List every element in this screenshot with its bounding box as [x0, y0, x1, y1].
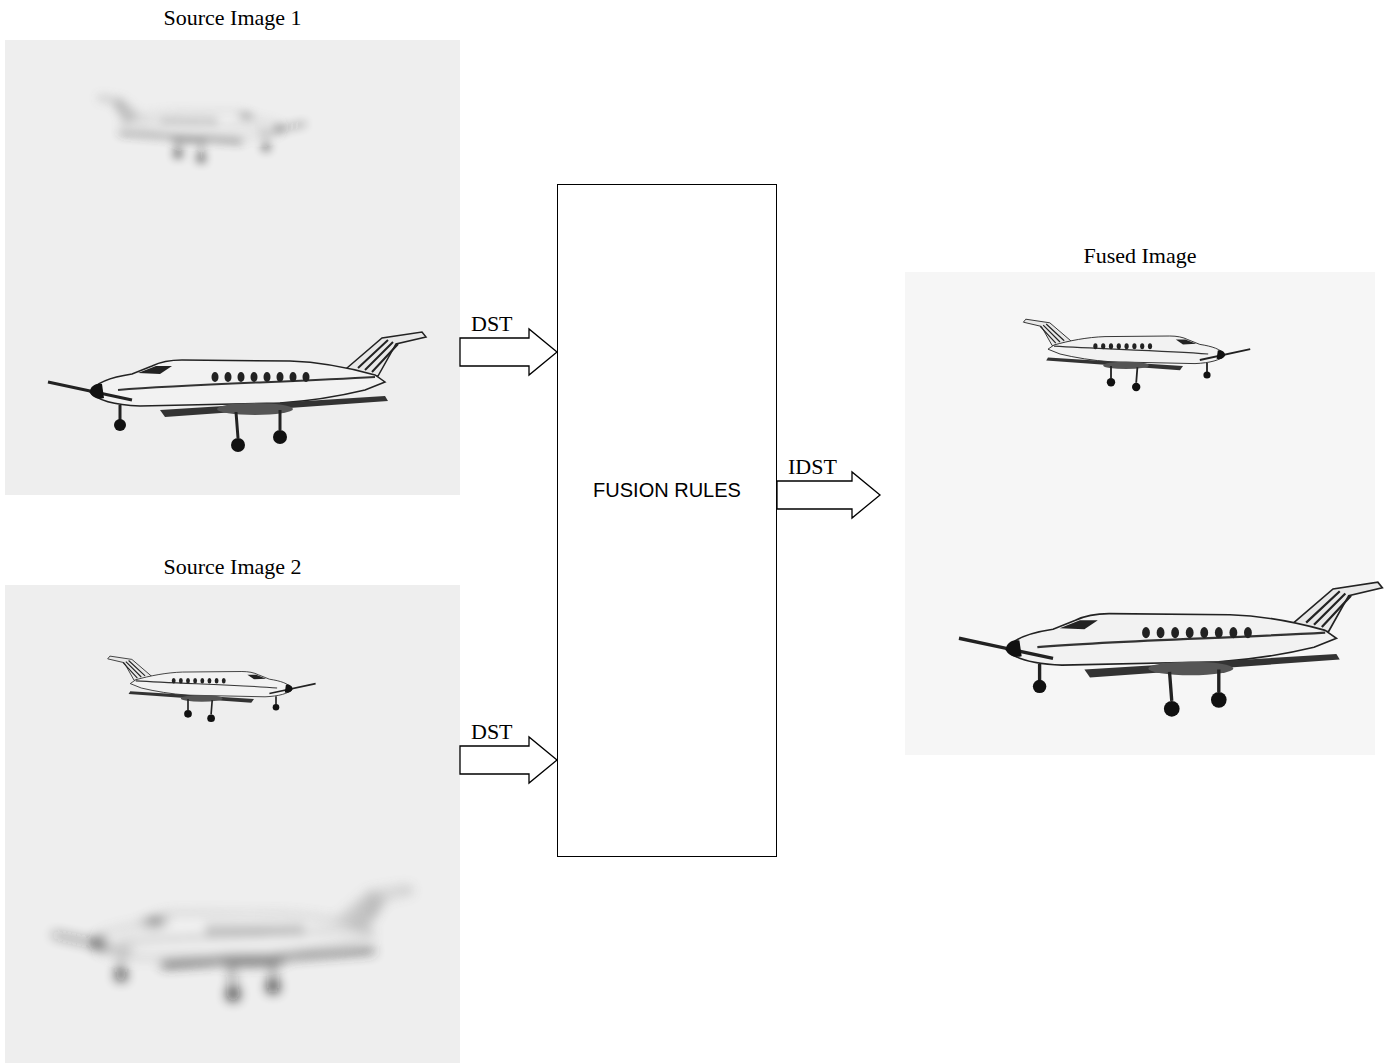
image-heading: Fused Image	[905, 244, 1375, 268]
transform-label: DST	[470, 312, 514, 336]
block-arrow	[460, 329, 557, 375]
image-heading: Source Image 1	[5, 6, 460, 30]
fused-large-plane	[959, 582, 1382, 716]
process-box: FUSION RULES	[557, 184, 777, 857]
source-image-1	[5, 40, 460, 495]
blurred-small-plane	[98, 96, 306, 162]
block-arrow	[460, 737, 557, 783]
transform-label: IDST	[787, 455, 838, 479]
image-panel: Source Image 2	[5, 585, 460, 1063]
source-image-2	[5, 585, 460, 1063]
fused-image	[905, 272, 1375, 755]
image-panel: Source Image 1	[5, 40, 460, 495]
block-arrow	[777, 472, 880, 518]
box-label: FUSION RULES	[593, 479, 741, 502]
fused-small-plane	[1023, 319, 1250, 391]
blurred-large-plane	[53, 887, 412, 1001]
sharp-small-plane	[108, 656, 316, 722]
transform-label: DST	[470, 720, 514, 744]
sharp-large-plane	[48, 332, 426, 452]
image-panel: Fused Image	[905, 272, 1375, 755]
image-heading: Source Image 2	[5, 555, 460, 579]
